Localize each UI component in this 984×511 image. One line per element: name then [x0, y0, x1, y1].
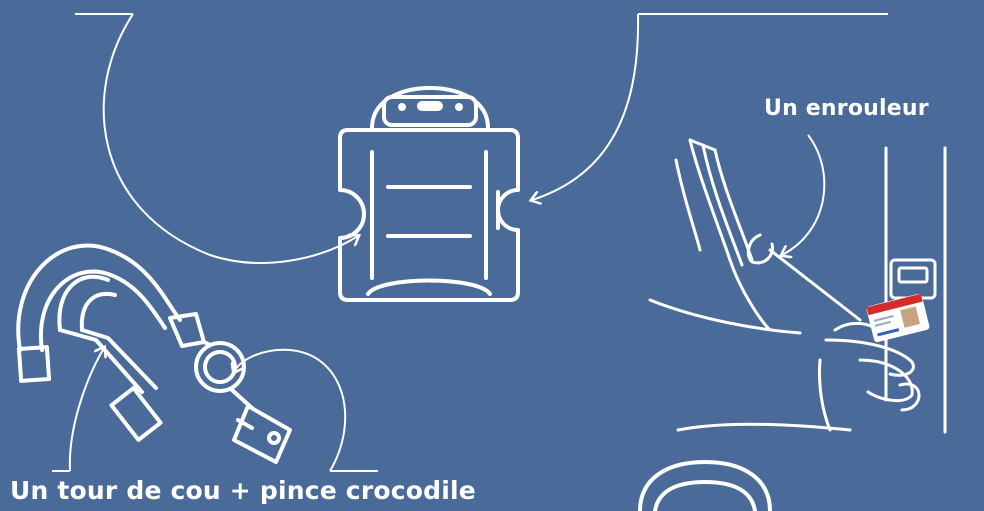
caption-lanyard-clip: Un tour de cou + pince crocodile	[10, 476, 476, 505]
arrow-to-lanyard	[52, 348, 104, 471]
hand-badge-reader-icon	[650, 140, 945, 432]
arrow-to-reel	[782, 135, 824, 255]
arrow-to-badge-left	[75, 14, 358, 263]
caption-reel: Un enrouleur	[764, 96, 929, 121]
lanyard-icon	[18, 246, 204, 440]
badge-reel-icon	[196, 342, 290, 462]
id-card-icon	[866, 294, 929, 342]
badge-holder-icon	[340, 88, 518, 300]
head-icon	[640, 462, 770, 511]
